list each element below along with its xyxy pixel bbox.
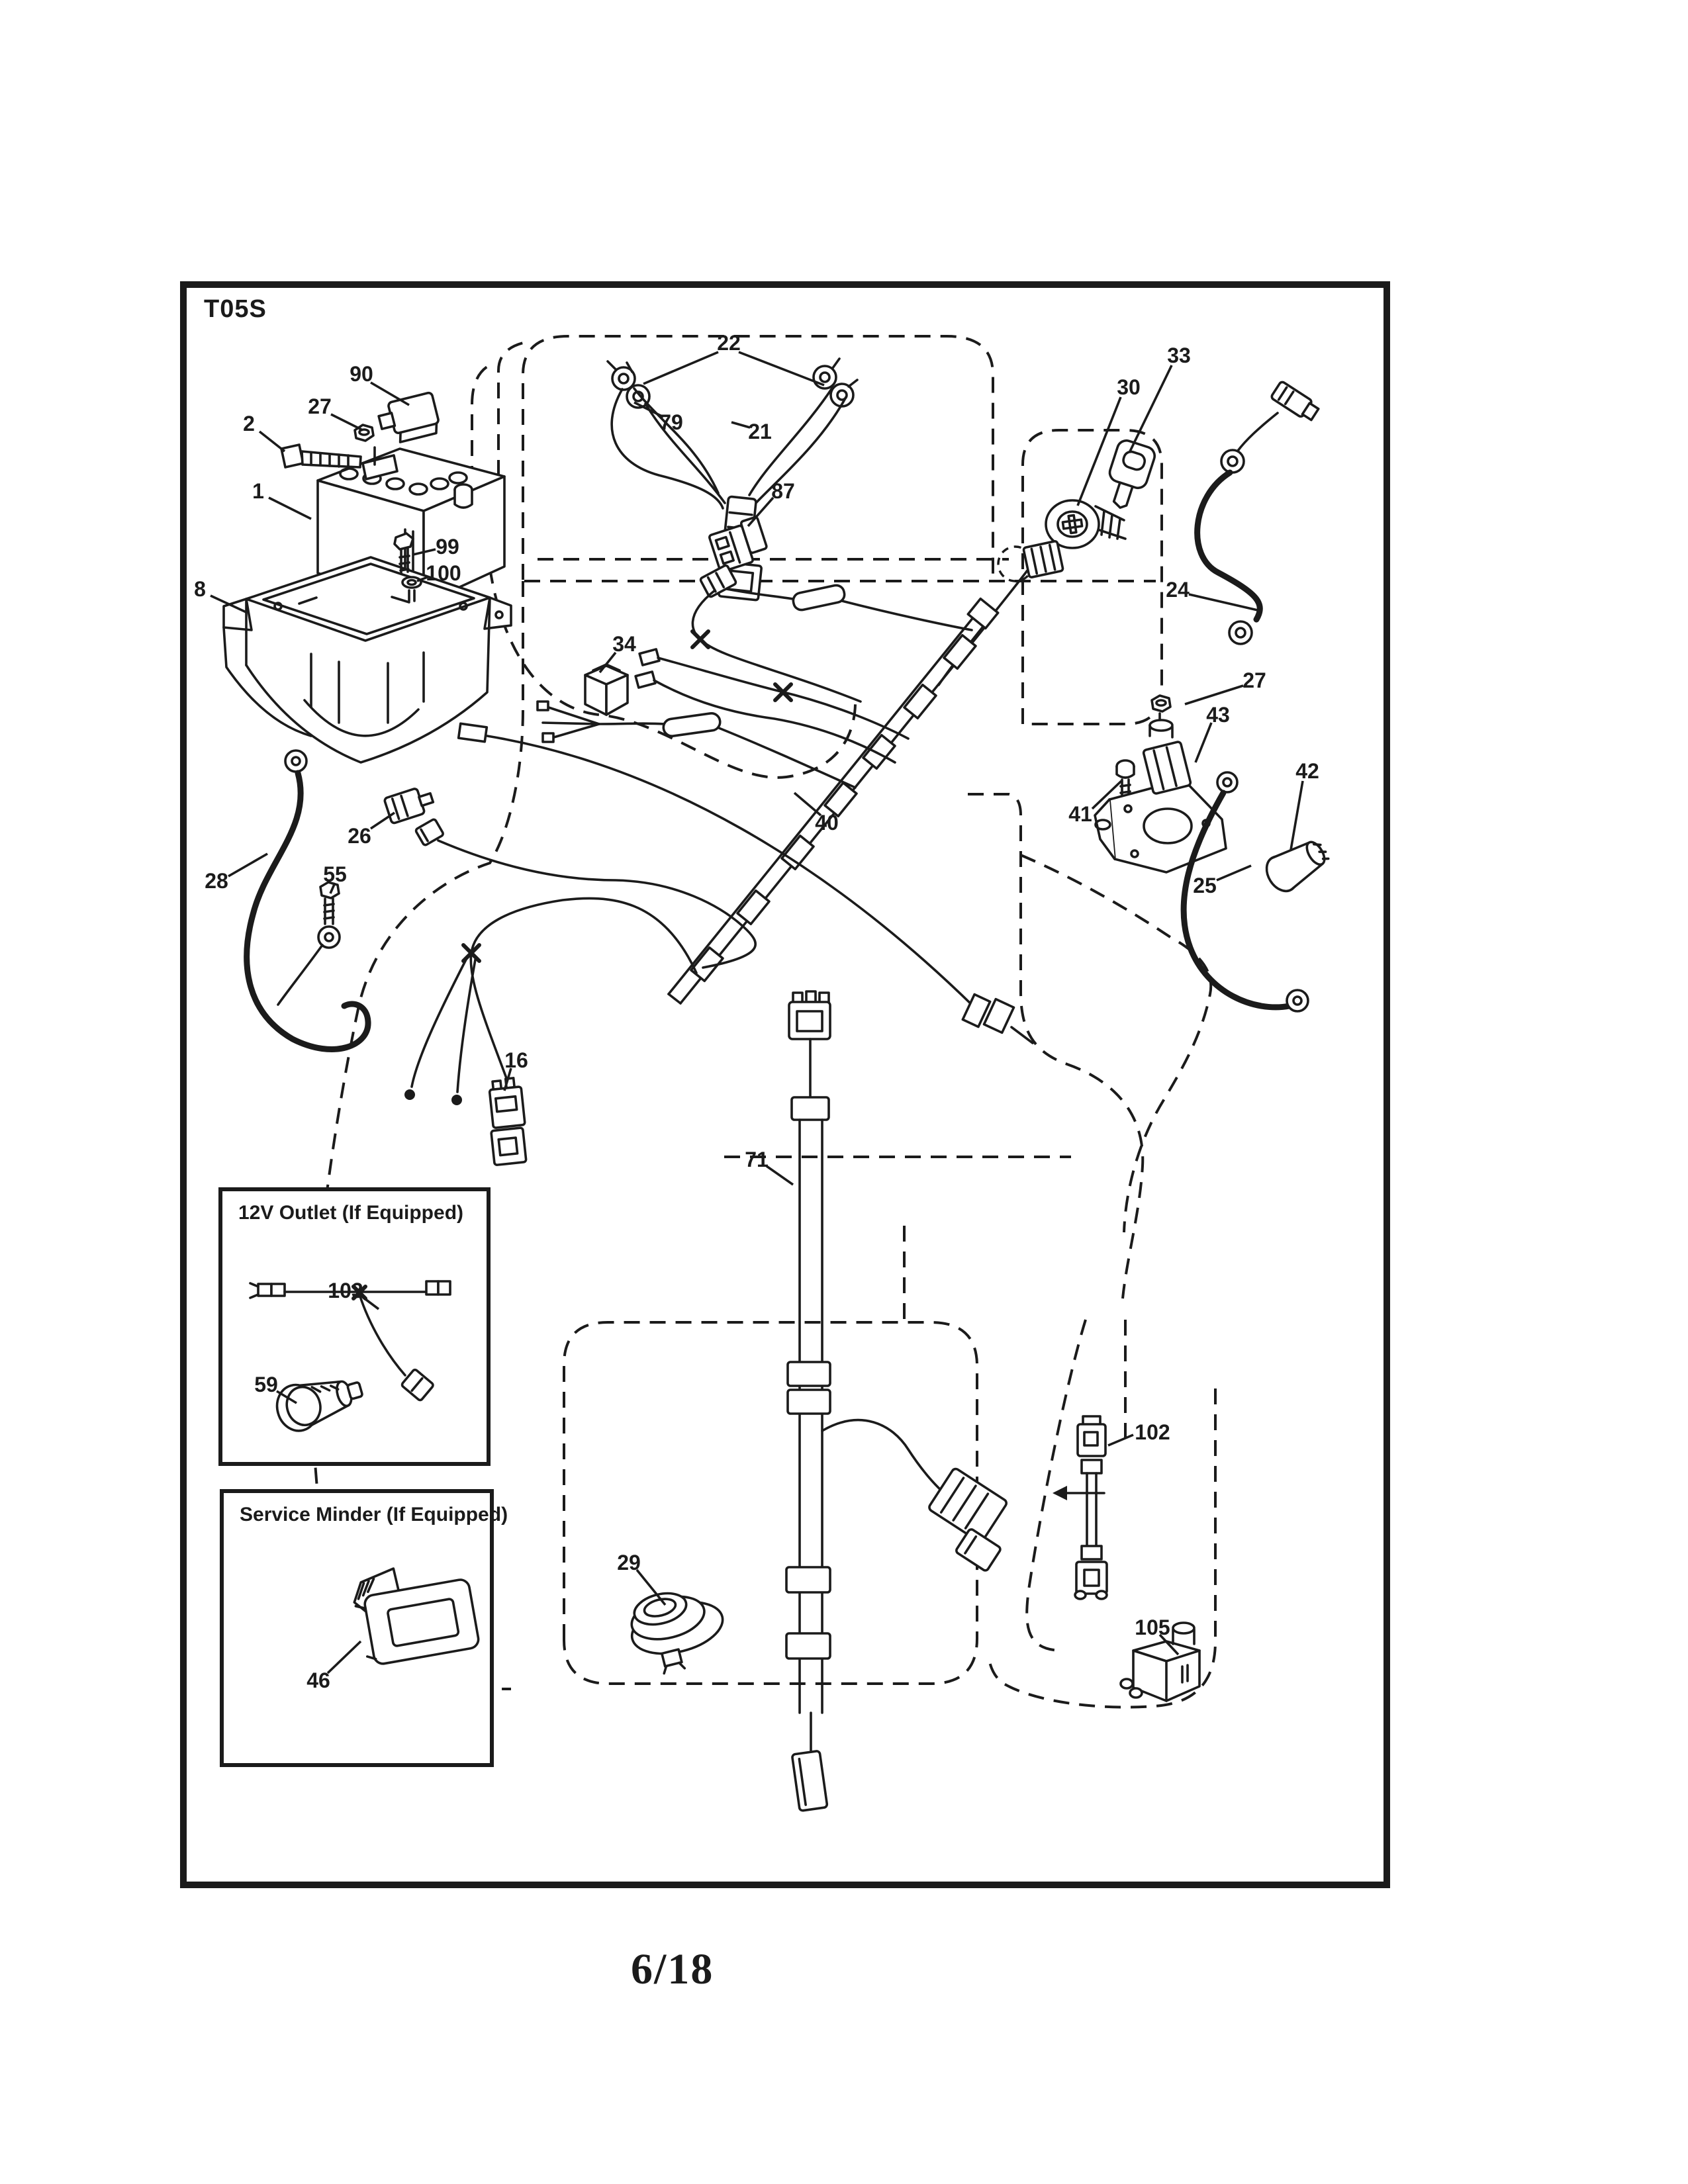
tray-washer xyxy=(401,576,422,602)
callout-41: 41 xyxy=(1068,802,1092,826)
callout-99: 99 xyxy=(436,535,459,559)
callout-leader-lines xyxy=(210,351,1304,1674)
inset-12v-outlet xyxy=(218,1187,491,1466)
inset-title-12v-outlet: 12V Outlet (If Equipped) xyxy=(238,1202,464,1224)
tray-screw xyxy=(393,532,414,574)
terminal-boot-42 xyxy=(1265,841,1330,893)
callout-55: 55 xyxy=(323,862,347,886)
callout-87: 87 xyxy=(771,479,795,503)
callout-21: 21 xyxy=(748,420,772,443)
page-number: 6/18 xyxy=(631,1945,714,1993)
callout-8: 8 xyxy=(194,577,206,601)
callout-103: 103 xyxy=(328,1279,363,1302)
ignition-key xyxy=(1108,439,1156,509)
callout-43: 43 xyxy=(1206,703,1230,727)
outlet-harness-103 xyxy=(249,1280,451,1402)
service-minder-46 xyxy=(353,1567,480,1665)
12v-outlet-59 xyxy=(275,1380,363,1432)
wire-assembly-102 xyxy=(1053,1415,1108,1600)
callout-26: 26 xyxy=(348,824,371,848)
seat-harness-71 xyxy=(785,990,1008,1812)
fuse-34 xyxy=(584,663,629,716)
diagram-code: T05S xyxy=(204,295,267,323)
battery-bolt xyxy=(280,443,362,469)
callout-100: 100 xyxy=(426,561,461,585)
diagram-border xyxy=(180,281,1390,1888)
callout-2: 2 xyxy=(243,412,255,435)
callout-1: 1 xyxy=(252,479,264,503)
callout-46: 46 xyxy=(306,1668,330,1692)
callout-29: 29 xyxy=(617,1551,641,1574)
callout-27: 27 xyxy=(1243,668,1266,692)
callout-102: 102 xyxy=(1135,1420,1170,1444)
starter-cable-25 xyxy=(1180,790,1309,1013)
tractor-outline-dashed xyxy=(310,335,1217,1709)
callout-16: 16 xyxy=(504,1048,528,1072)
battery-cable-24 xyxy=(1194,381,1320,645)
callout-34: 34 xyxy=(612,632,636,656)
inset-title-service-minder: Service Minder (If Equipped) xyxy=(240,1504,508,1525)
callout-79: 79 xyxy=(659,410,683,434)
battery xyxy=(316,446,506,605)
terminal-cover xyxy=(377,391,440,443)
harness-connector-87 xyxy=(708,516,768,573)
callout-71: 71 xyxy=(745,1148,769,1171)
callout-27: 27 xyxy=(308,394,332,418)
ground-cable-28 xyxy=(244,749,371,1052)
callout-30: 30 xyxy=(1117,375,1141,399)
callout-40: 40 xyxy=(815,811,839,835)
grommet-29 xyxy=(630,1592,724,1675)
main-harness-40 xyxy=(404,564,1000,1105)
callout-24: 24 xyxy=(1166,578,1190,602)
fuse-holder-26 xyxy=(383,788,444,846)
callout-33: 33 xyxy=(1167,343,1191,367)
screw-55 xyxy=(277,881,341,1006)
callout-28: 28 xyxy=(205,869,228,893)
interlock-wire xyxy=(457,722,1034,1044)
callout-25: 25 xyxy=(1193,874,1217,897)
ignition-switch xyxy=(1045,499,1127,549)
callout-42: 42 xyxy=(1295,759,1319,783)
callout-22: 22 xyxy=(717,331,741,355)
solenoid-valve-105 xyxy=(1119,1621,1201,1702)
callout-105: 105 xyxy=(1135,1615,1170,1639)
callout-90: 90 xyxy=(350,362,373,386)
callout-59: 59 xyxy=(254,1373,278,1396)
battery-tray xyxy=(222,556,512,764)
connector-16 xyxy=(488,1077,528,1166)
